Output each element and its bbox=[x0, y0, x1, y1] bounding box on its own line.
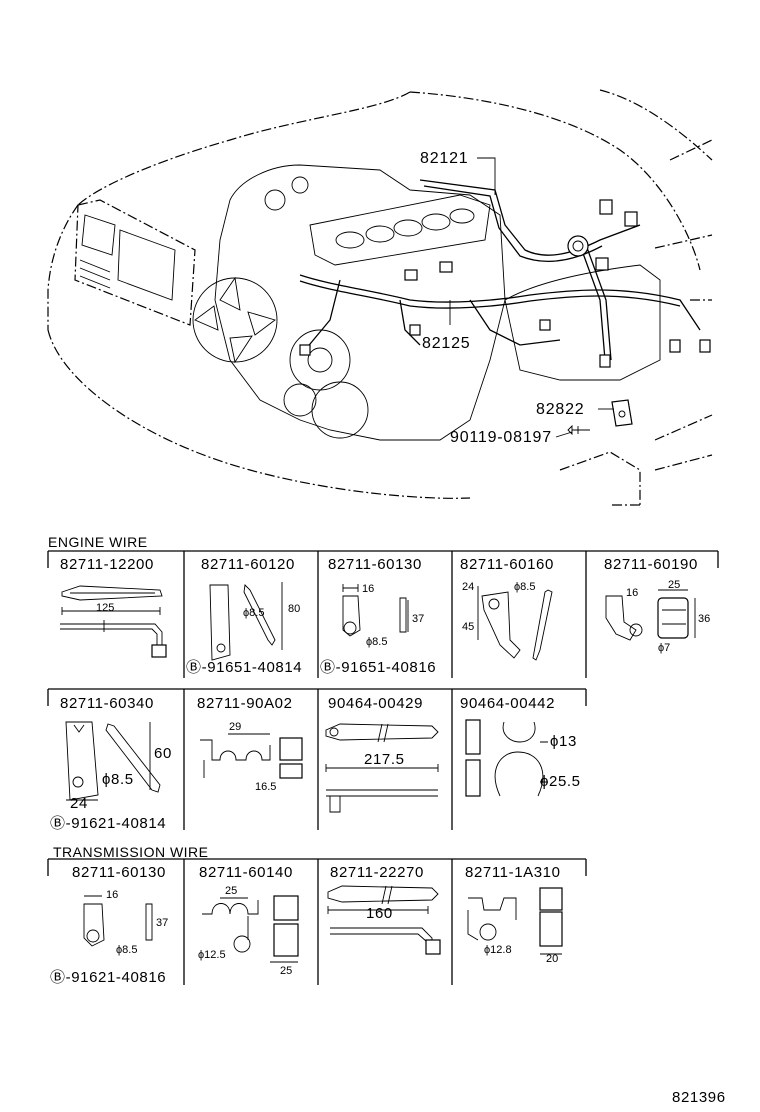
clamp-82711-22270: 160 bbox=[327, 885, 441, 955]
part-82711-1A310: 82711-1A310 bbox=[465, 864, 561, 881]
part-82711-60160: 82711-60160 bbox=[460, 556, 554, 573]
clamp-82711-12200: 125 bbox=[60, 585, 167, 658]
dim-20: 20 bbox=[546, 953, 558, 965]
bolt-91621-40814: Ⓑ-91621-40814 bbox=[50, 815, 166, 832]
clamp-90464-00442: ϕ13 ϕ25.5 bbox=[465, 719, 581, 797]
part-82711-60130-tm: 82711-60130 bbox=[72, 864, 166, 881]
dim-16-a: 16 bbox=[362, 583, 374, 595]
part-82711-90A02: 82711-90A02 bbox=[197, 695, 293, 712]
clamp-82711-60130: 16 37 ϕ8.5 Ⓑ-91651-40816 bbox=[320, 583, 436, 676]
part-82711-12200: 82711-12200 bbox=[60, 556, 154, 573]
dim-217-5: 217.5 bbox=[364, 751, 405, 768]
dim-phi25-5: ϕ25.5 bbox=[540, 773, 581, 790]
dim-phi8-5-c: ϕ8.5 bbox=[514, 581, 535, 593]
dim-36: 36 bbox=[698, 613, 710, 625]
dim-phi13: ϕ13 bbox=[550, 733, 577, 750]
dim-16-5: 16.5 bbox=[255, 781, 276, 793]
clamp-82711-60140: 25 ϕ12.5 25 bbox=[198, 885, 299, 977]
dim-25-b: 25 bbox=[225, 885, 237, 897]
clamp-82711-90A02: 29 16.5 bbox=[200, 721, 303, 793]
callout-82125: 82125 bbox=[422, 335, 471, 352]
engine-wire-heading: ENGINE WIRE bbox=[48, 534, 148, 550]
clamp-82711-60120: 80 ϕ8.5 Ⓑ-91651-40814 bbox=[186, 582, 302, 676]
clamp-82711-1A310: ϕ12.8 20 bbox=[467, 887, 563, 965]
dim-phi8-5-e: ϕ8.5 bbox=[116, 944, 137, 956]
callout-82822: 82822 bbox=[536, 401, 585, 418]
dim-45: 45 bbox=[462, 621, 474, 633]
dim-24-a: 24 bbox=[462, 581, 474, 593]
part-82711-60120: 82711-60120 bbox=[201, 556, 295, 573]
dim-phi7: ϕ7 bbox=[658, 642, 670, 654]
dim-phi8-5-b: ϕ8.5 bbox=[366, 636, 387, 648]
bolt-91651-40816: Ⓑ-91651-40816 bbox=[320, 659, 436, 676]
dim-phi8-5-d: ϕ8.5 bbox=[102, 771, 134, 788]
callout-90119-08197: 90119-08197 bbox=[450, 429, 552, 446]
part-90464-00429: 90464-00429 bbox=[328, 695, 423, 712]
part-82711-22270: 82711-22270 bbox=[330, 864, 424, 881]
dim-phi12-5: ϕ12.5 bbox=[198, 949, 226, 961]
part-82711-60140: 82711-60140 bbox=[199, 864, 293, 881]
dim-37-b: 37 bbox=[156, 917, 168, 929]
clamp-82711-60190: 16 25 36 ϕ7 bbox=[605, 579, 710, 654]
dim-phi8-5-a: ϕ8.5 bbox=[243, 607, 264, 619]
part-82711-60340: 82711-60340 bbox=[60, 695, 154, 712]
dim-phi12-8: ϕ12.8 bbox=[484, 944, 512, 956]
dim-24-b: 24 bbox=[70, 795, 88, 812]
dim-37-a: 37 bbox=[412, 613, 424, 625]
bolt-91621-40816: Ⓑ-91621-40816 bbox=[50, 969, 166, 986]
dim-125: 125 bbox=[96, 602, 114, 614]
callout-leaders bbox=[449, 157, 614, 438]
dim-60: 60 bbox=[154, 745, 172, 762]
vehicle-illustration bbox=[47, 89, 713, 508]
dim-29: 29 bbox=[229, 721, 241, 733]
part-90464-00442: 90464-00442 bbox=[460, 695, 555, 712]
part-82711-60190: 82711-60190 bbox=[604, 556, 698, 573]
diagram-id: 821396 bbox=[672, 1089, 726, 1106]
transmission-wire-heading: TRANSMISSION WIRE bbox=[53, 844, 209, 860]
dim-16-c: 16 bbox=[106, 889, 118, 901]
bolt-91651-40814: Ⓑ-91651-40814 bbox=[186, 659, 302, 676]
clamp-82711-60130-tm: 16 37 ϕ8.5 Ⓑ-91621-40816 bbox=[50, 889, 168, 986]
dim-80: 80 bbox=[288, 603, 300, 615]
callout-82121: 82121 bbox=[420, 150, 469, 167]
dim-25-a: 25 bbox=[668, 579, 680, 591]
dim-25-c: 25 bbox=[280, 965, 292, 977]
dim-16-b: 16 bbox=[626, 587, 638, 599]
clamp-82711-60160: 24 ϕ8.5 45 bbox=[462, 581, 553, 661]
clamp-82711-60340: 60 ϕ8.5 24 Ⓑ-91621-40814 bbox=[50, 721, 172, 832]
table-frame bbox=[47, 550, 719, 985]
dim-160: 160 bbox=[366, 905, 393, 922]
part-82711-60130: 82711-60130 bbox=[328, 556, 422, 573]
clamp-90464-00429: 217.5 bbox=[325, 723, 439, 813]
